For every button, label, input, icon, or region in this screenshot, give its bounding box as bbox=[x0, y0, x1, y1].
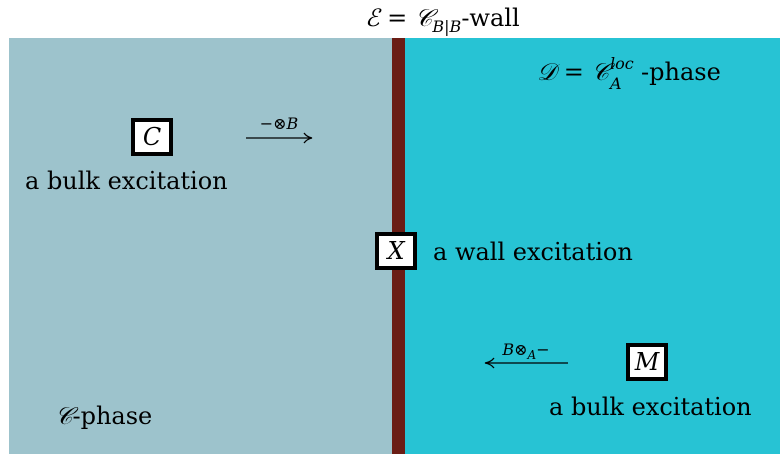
c-phase-region bbox=[9, 38, 394, 454]
d-phase-region bbox=[403, 38, 780, 454]
bulk-excitation-m-box: M bbox=[626, 343, 668, 381]
wall-excitation-x-symbol: X bbox=[387, 237, 405, 265]
tensor-right-arrow-label: −⊗B bbox=[259, 114, 299, 133]
tensor-left-arrow-label: B⊗A− bbox=[502, 340, 550, 363]
bulk-excitation-left-label: a bulk excitation bbox=[25, 167, 228, 195]
tensor-left-arrow bbox=[484, 357, 568, 369]
bulk-excitation-m-symbol: M bbox=[634, 348, 660, 376]
bulk-excitation-c-box: C bbox=[131, 118, 173, 156]
c-phase-title: 𝒞-phase bbox=[55, 402, 153, 430]
bulk-excitation-c-symbol: C bbox=[142, 123, 162, 151]
wall-excitation-x-box: X bbox=[375, 232, 417, 270]
tensor-right-arrow bbox=[246, 132, 313, 144]
wall-title: ℰ = 𝒞B|B-wall bbox=[365, 4, 520, 36]
wall-excitation-label: a wall excitation bbox=[433, 238, 633, 266]
bulk-excitation-right-label: a bulk excitation bbox=[549, 393, 752, 421]
